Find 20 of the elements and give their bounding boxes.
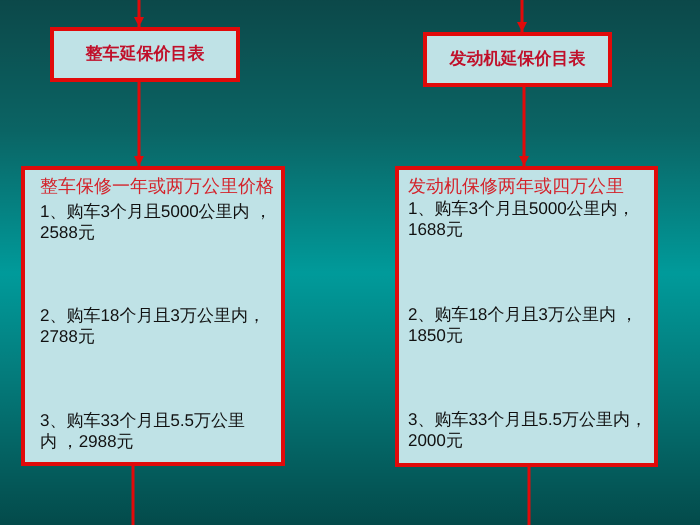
- price-item: 3、购车33个月且5.5万公里内 ，2988元: [40, 410, 246, 452]
- price-list-box: [395, 166, 658, 467]
- price-item: 1、购车3个月且5000公里内 ，2588元: [40, 201, 272, 243]
- list-heading: 发动机保修两年或四万公里: [408, 176, 625, 197]
- price-item: 2、购车18个月且3万公里内 ，1850元: [408, 304, 639, 346]
- price-item: 1、购车3个月且5000公里内，1688元: [408, 198, 636, 240]
- price-item: 3、购车33个月且5.5万公里内，2000元: [408, 409, 648, 451]
- list-heading: 整车保修一年或两万公里价格: [40, 176, 275, 197]
- price-item: 2、购车18个月且3万公里内，2788元: [40, 305, 266, 347]
- title-box: [423, 32, 612, 87]
- box-title: 整车延保价目表: [84, 43, 206, 65]
- connector-line: [528, 467, 530, 525]
- arrow: [517, 0, 527, 32]
- connector-line: [132, 466, 134, 525]
- arrow: [519, 87, 529, 166]
- box-title: 发动机延保价目表: [448, 48, 586, 70]
- arrow: [134, 82, 144, 166]
- title-box: [50, 27, 240, 82]
- price-list-box: [21, 166, 285, 466]
- arrow: [134, 0, 144, 27]
